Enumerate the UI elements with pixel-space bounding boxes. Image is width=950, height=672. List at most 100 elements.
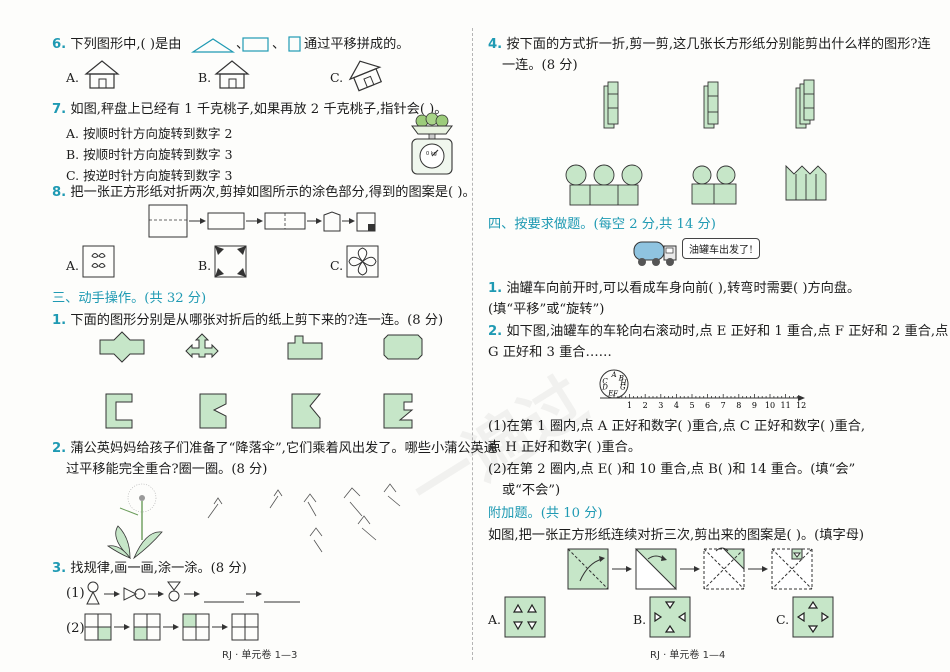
number-line-tick-label: 4 bbox=[674, 401, 679, 410]
number-line-tick-label: 9 bbox=[752, 401, 757, 410]
question-text-line2: 过平移能完全重合?圈一圈。(8 分) bbox=[66, 462, 268, 477]
speech-bubble: 油罐车出发了! bbox=[682, 238, 761, 259]
answer-pattern-b bbox=[649, 596, 691, 638]
cut-pattern-c bbox=[346, 245, 379, 278]
problem-2: 2. 蒲公英妈妈给孩子们准备了“降落伞”,它们乘着风出发了。哪些小蒲公英通 bbox=[52, 440, 497, 457]
wheel-point-label: A bbox=[610, 371, 616, 379]
house-icon bbox=[214, 60, 250, 89]
question-number: 7. bbox=[52, 102, 67, 117]
option-c[interactable]: C. bbox=[330, 70, 344, 85]
extra-question-title: 附加题。(共 10 分) bbox=[488, 506, 603, 521]
option-a[interactable]: A. bbox=[488, 612, 502, 627]
wheel-point-label: F bbox=[612, 390, 619, 398]
question-text-line2: (填“平移”或“旋转”) bbox=[488, 302, 605, 317]
small-rect-shape bbox=[288, 36, 301, 52]
number-line-tick-label: 12 bbox=[796, 401, 806, 410]
wheel-point-label: H bbox=[619, 379, 627, 387]
sub-question-1-line2: 点 H 正好和数字( )重合。 bbox=[488, 440, 642, 455]
number-line-tick-label: 8 bbox=[736, 401, 741, 410]
option-b[interactable]: B. bbox=[198, 70, 212, 85]
answer-pattern-c bbox=[792, 596, 834, 638]
cut-results-row bbox=[565, 164, 827, 206]
question-number: 1. bbox=[488, 281, 503, 296]
question-6: 6. 下列图形中,( )是由 bbox=[52, 36, 181, 53]
page-footer-left: RJ · 单元卷 1—3 bbox=[222, 650, 298, 661]
problem-3: 3. 找规律,画一画,涂一涂。(8 分) bbox=[52, 560, 247, 577]
question-text: 按下面的方式折一折,剪一剪,这几张长方形纸分别能剪出什么样的图形?连 bbox=[506, 37, 931, 52]
question-text: 下面的图形分别是从哪张对折后的纸上剪下来的?连一连。(8 分) bbox=[70, 313, 444, 328]
question-text: 找规律,画一画,涂一涂。(8 分) bbox=[70, 561, 247, 576]
pattern-row-2-label: (2) bbox=[66, 621, 85, 636]
cut-pattern-b bbox=[214, 245, 247, 278]
option-c[interactable]: C. 按逆时针方向旋转到数字 3 bbox=[66, 168, 233, 183]
problem-4: 4. 按下面的方式折一折,剪一剪,这几张长方形纸分别能剪出什么样的图形?连 bbox=[488, 36, 931, 53]
option-b[interactable]: B. bbox=[198, 258, 212, 273]
question-r1: 1. 油罐车向前开时,可以看成车身向前( ),转弯时需要( )方向盘。 bbox=[488, 280, 860, 297]
section-4-title: 四、按要求做题。(每空 2 分,共 14 分) bbox=[488, 217, 716, 232]
question-7: 7. 如图,秤盘上已经有 1 千克桃子,如果再放 2 千克桃子,指针会( )。 bbox=[52, 101, 448, 118]
sub-question-2: (2)在第 2 圈内,点 E( )和 10 重合,点 B( )和 14 重合。(… bbox=[488, 462, 856, 477]
wheel-point-label: G bbox=[620, 384, 626, 392]
number-line-tick-label: 6 bbox=[705, 401, 710, 410]
number-line-tick-label: 11 bbox=[781, 401, 791, 410]
option-c[interactable]: C. bbox=[776, 612, 790, 627]
pattern-row-1-label: (1) bbox=[66, 586, 85, 601]
separator: 、 bbox=[272, 37, 286, 52]
number-line-tick-label: 7 bbox=[721, 401, 726, 410]
question-text-line2: G 正好和 3 重合…… bbox=[488, 345, 612, 360]
question-number: 6. bbox=[52, 37, 67, 52]
question-number: 2. bbox=[488, 324, 503, 339]
option-b[interactable]: B. 按顺时针方向旋转到数字 3 bbox=[66, 147, 233, 162]
answer-pattern-a bbox=[504, 596, 546, 638]
question-text-line2: 一连。(8 分) bbox=[502, 58, 578, 73]
column-divider bbox=[472, 28, 473, 660]
cut-shapes-row bbox=[99, 331, 423, 363]
problem-1: 1. 下面的图形分别是从哪张对折后的纸上剪下来的?连一连。(8 分) bbox=[52, 312, 443, 329]
section-3-title: 三、动手操作。(共 32 分) bbox=[52, 291, 207, 306]
question-text: 蒲公英妈妈给孩子们准备了“降落伞”,它们乘着风出发了。哪些小蒲公英通 bbox=[70, 441, 497, 456]
extra-question-text: 如图,把一张正方形纸连续对折三次,剪出来的图案是( )。(填字母) bbox=[488, 528, 865, 543]
option-a[interactable]: A. bbox=[66, 258, 80, 273]
question-text: 油罐车向前开时,可以看成车身向前( ),转弯时需要( )方向盘。 bbox=[506, 281, 861, 296]
dandelion-scene bbox=[106, 483, 401, 560]
question-number: 1. bbox=[52, 313, 67, 328]
tanker-truck-icon bbox=[633, 241, 677, 266]
sub-question-1: (1)在第 1 圈内,点 A 正好和数字( )重合,点 C 正好和数字( )重合… bbox=[488, 419, 866, 434]
house-icon bbox=[84, 60, 120, 89]
question-text: 把一张正方形纸对折两次,剪掉如图所示的涂色部分,得到的图案是( )。 bbox=[70, 185, 476, 200]
option-c[interactable]: C. bbox=[330, 258, 344, 273]
folding-steps-diagram bbox=[148, 204, 376, 238]
number-line-tick-label: 3 bbox=[658, 401, 663, 410]
scale-label: 0 kg bbox=[426, 151, 437, 157]
wheel-point-label: C bbox=[602, 377, 608, 385]
folded-papers-row bbox=[105, 393, 414, 429]
pattern-row-2 bbox=[84, 613, 259, 641]
cut-pattern-a bbox=[82, 245, 115, 278]
folded-strips-row bbox=[603, 79, 815, 129]
number-line-tick-label: 5 bbox=[689, 401, 694, 410]
page-footer-right: RJ · 单元卷 1—4 bbox=[650, 650, 726, 661]
question-text: 如图,秤盘上已经有 1 千克桃子,如果再放 2 千克桃子,指针会( )。 bbox=[70, 102, 448, 117]
question-text: 下列图形中,( )是由 bbox=[70, 37, 182, 52]
wheel-point-label: E bbox=[607, 389, 613, 397]
question-number: 2. bbox=[52, 441, 67, 456]
question-number: 3. bbox=[52, 561, 67, 576]
option-a[interactable]: A. 按顺时针方向旋转到数字 2 bbox=[66, 126, 233, 141]
scale-icon bbox=[411, 112, 453, 175]
triangle-shape bbox=[190, 38, 236, 53]
question-text: 如下图,油罐车的车轮向右滚动时,点 E 正好和 1 重合,点 F 正好和 2 重… bbox=[506, 324, 949, 339]
sub-question-2-line2: 或“不会”) bbox=[502, 483, 561, 498]
wheel-point-label: D bbox=[601, 384, 608, 392]
option-b[interactable]: B. bbox=[633, 612, 647, 627]
rectangle-shape bbox=[242, 37, 269, 52]
wheel-point-label: B bbox=[618, 374, 624, 382]
number-line-tick-label: 2 bbox=[643, 401, 648, 410]
triple-fold-diagram bbox=[567, 547, 813, 591]
option-a[interactable]: A. bbox=[66, 70, 80, 85]
question-r2: 2. 如下图,油罐车的车轮向右滚动时,点 E 正好和 1 重合,点 F 正好和 … bbox=[488, 323, 948, 340]
pattern-row-1 bbox=[86, 581, 300, 605]
question-number: 4. bbox=[488, 37, 503, 52]
question-8: 8. 把一张正方形纸对折两次,剪掉如图所示的涂色部分,得到的图案是( )。 bbox=[52, 184, 476, 201]
number-line-tick-label: 1 bbox=[627, 401, 632, 410]
